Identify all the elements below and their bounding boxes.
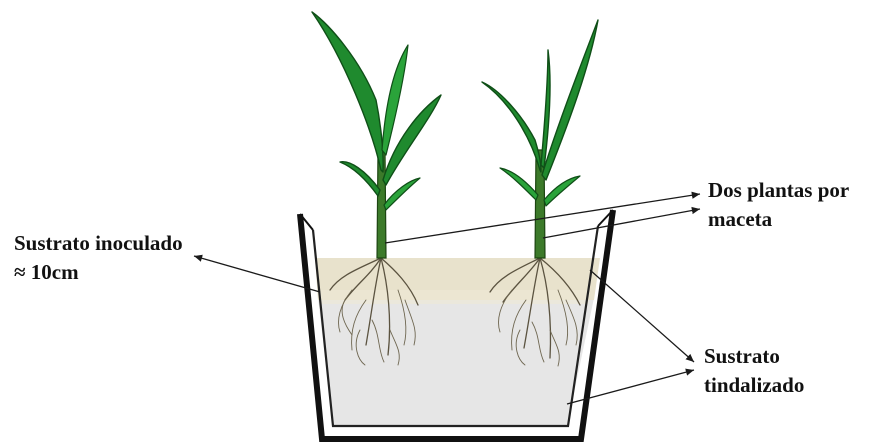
- tyndallized-label-line1: Sustrato: [704, 344, 780, 368]
- inoculated-label-line1: Sustrato inoculado: [14, 231, 183, 255]
- arrow-inoculated: [194, 256, 320, 292]
- plants-label-line1: Dos plantas por: [708, 178, 849, 202]
- arrow-plants-right: [543, 209, 700, 238]
- tyndallized-substrate: [318, 298, 594, 426]
- pot-icon: [300, 210, 613, 439]
- arrow-tyndallized-top: [590, 270, 694, 362]
- tyndallized-label-line2: tindalizado: [704, 373, 804, 397]
- plants-label-line2: maceta: [708, 207, 773, 231]
- inoculated-label-line2: ≈ 10cm: [14, 260, 79, 284]
